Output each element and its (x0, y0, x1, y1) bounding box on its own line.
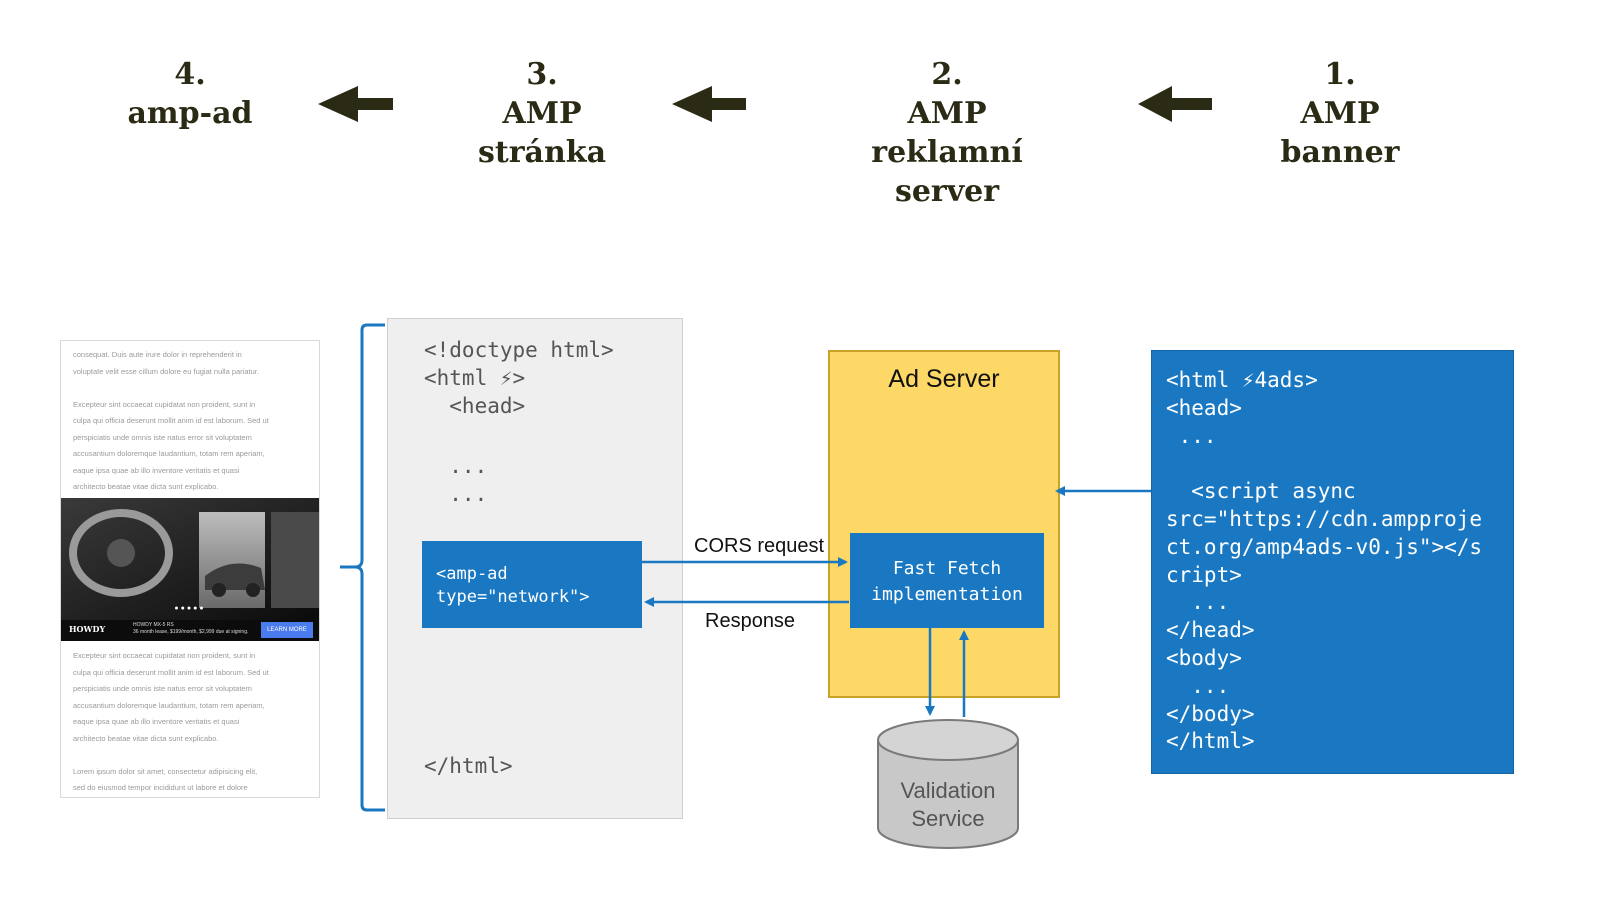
ad-creative-image (61, 498, 319, 641)
amp-banner-code-panel (1151, 350, 1514, 774)
page-code-closing: </html> (424, 754, 513, 778)
page-code-ellipsis: ... (424, 454, 488, 478)
ad-brand-logo: HOWDY (69, 624, 106, 634)
fast-fetch-box (850, 533, 1044, 628)
banner-code-line: </body> (1166, 702, 1255, 726)
banner-code-line: </head> (1166, 618, 1255, 642)
amp-ad-tag-box (422, 541, 642, 628)
step-label: amp-ad (127, 96, 253, 131)
validation-service-label-1: Validation (900, 778, 996, 803)
step-arrows (318, 86, 1212, 122)
step-number: 2. (931, 57, 963, 92)
learn-more-button[interactable]: LEARN MORE (261, 622, 313, 638)
arrow-left-icon (672, 86, 746, 122)
step-label: reklamní (871, 135, 1023, 170)
banner-code-line: <body> (1166, 646, 1242, 670)
fast-fetch-line2: implementation (871, 584, 1023, 605)
ad-server-title: Ad Server (888, 365, 1000, 393)
step-label: stránka (477, 135, 607, 170)
step-label: server (894, 174, 1000, 209)
step-label: banner (1280, 135, 1400, 170)
arrow-left-icon (1138, 86, 1212, 122)
amp-ad-tag-line1: <amp-ad (436, 564, 508, 584)
ad-server-box (828, 350, 1060, 698)
arrow-left-icon (318, 86, 393, 122)
page-code-html: <html ⚡> (424, 366, 526, 390)
brace-icon (340, 323, 385, 812)
step-2-heading: 2. AMP reklamní server (852, 55, 1042, 211)
step-3-heading: 3. AMP stránka (452, 55, 632, 172)
ad-offer-text: HOWDY MX-5 RS 36 month lease, $199/month… (133, 622, 249, 635)
banner-code-line: <html ⚡4ads> (1166, 368, 1318, 392)
banner-code-line: </html> (1166, 729, 1255, 753)
step-number: 4. (174, 57, 206, 92)
article-text-bottom: Excepteur sint occaecat cupidatat non pr… (73, 651, 269, 792)
car-interior-image (61, 498, 319, 620)
step-1-heading: 1. AMP banner (1255, 55, 1425, 172)
banner-code-line: src="https://cdn.ampproje (1166, 507, 1483, 531)
banner-code-line: ... (1166, 424, 1217, 448)
step-number: 1. (1324, 57, 1356, 92)
phone-preview: consequat. Duis aute irure dolor in repr… (60, 340, 320, 798)
ad-footer-bar (61, 620, 319, 641)
response-label: Response (705, 610, 796, 632)
banner-code-line: <script async (1166, 479, 1356, 503)
carousel-dots[interactable]: ●●●●● (174, 605, 206, 612)
step-4-heading: 4. amp-ad (110, 55, 270, 133)
article-text-top: consequat. Duis aute irure dolor in repr… (73, 350, 269, 491)
database-icon (877, 719, 1019, 849)
amp-ad-tag-line2: type="network"> (436, 587, 590, 607)
banner-code-line: ... (1166, 674, 1230, 698)
step-label: AMP (907, 96, 987, 131)
step-number: 3. (526, 57, 558, 92)
step-label: AMP (1300, 96, 1380, 131)
page-code-doctype: <!doctype html> (424, 338, 614, 362)
cors-request-label: CORS request (694, 535, 825, 557)
validation-service-label-2: Service (911, 806, 985, 831)
banner-code-line: ... (1166, 590, 1230, 614)
page-code-ellipsis: ... (424, 482, 488, 506)
banner-code-line: <head> (1166, 396, 1242, 420)
banner-code-line: ct.org/amp4ads-v0.js"></s (1166, 535, 1483, 559)
fast-fetch-line1: Fast Fetch (892, 558, 1002, 579)
banner-code-line: cript> (1166, 563, 1242, 587)
page-code-head: <head> (424, 394, 526, 418)
step-label: AMP (502, 96, 582, 131)
